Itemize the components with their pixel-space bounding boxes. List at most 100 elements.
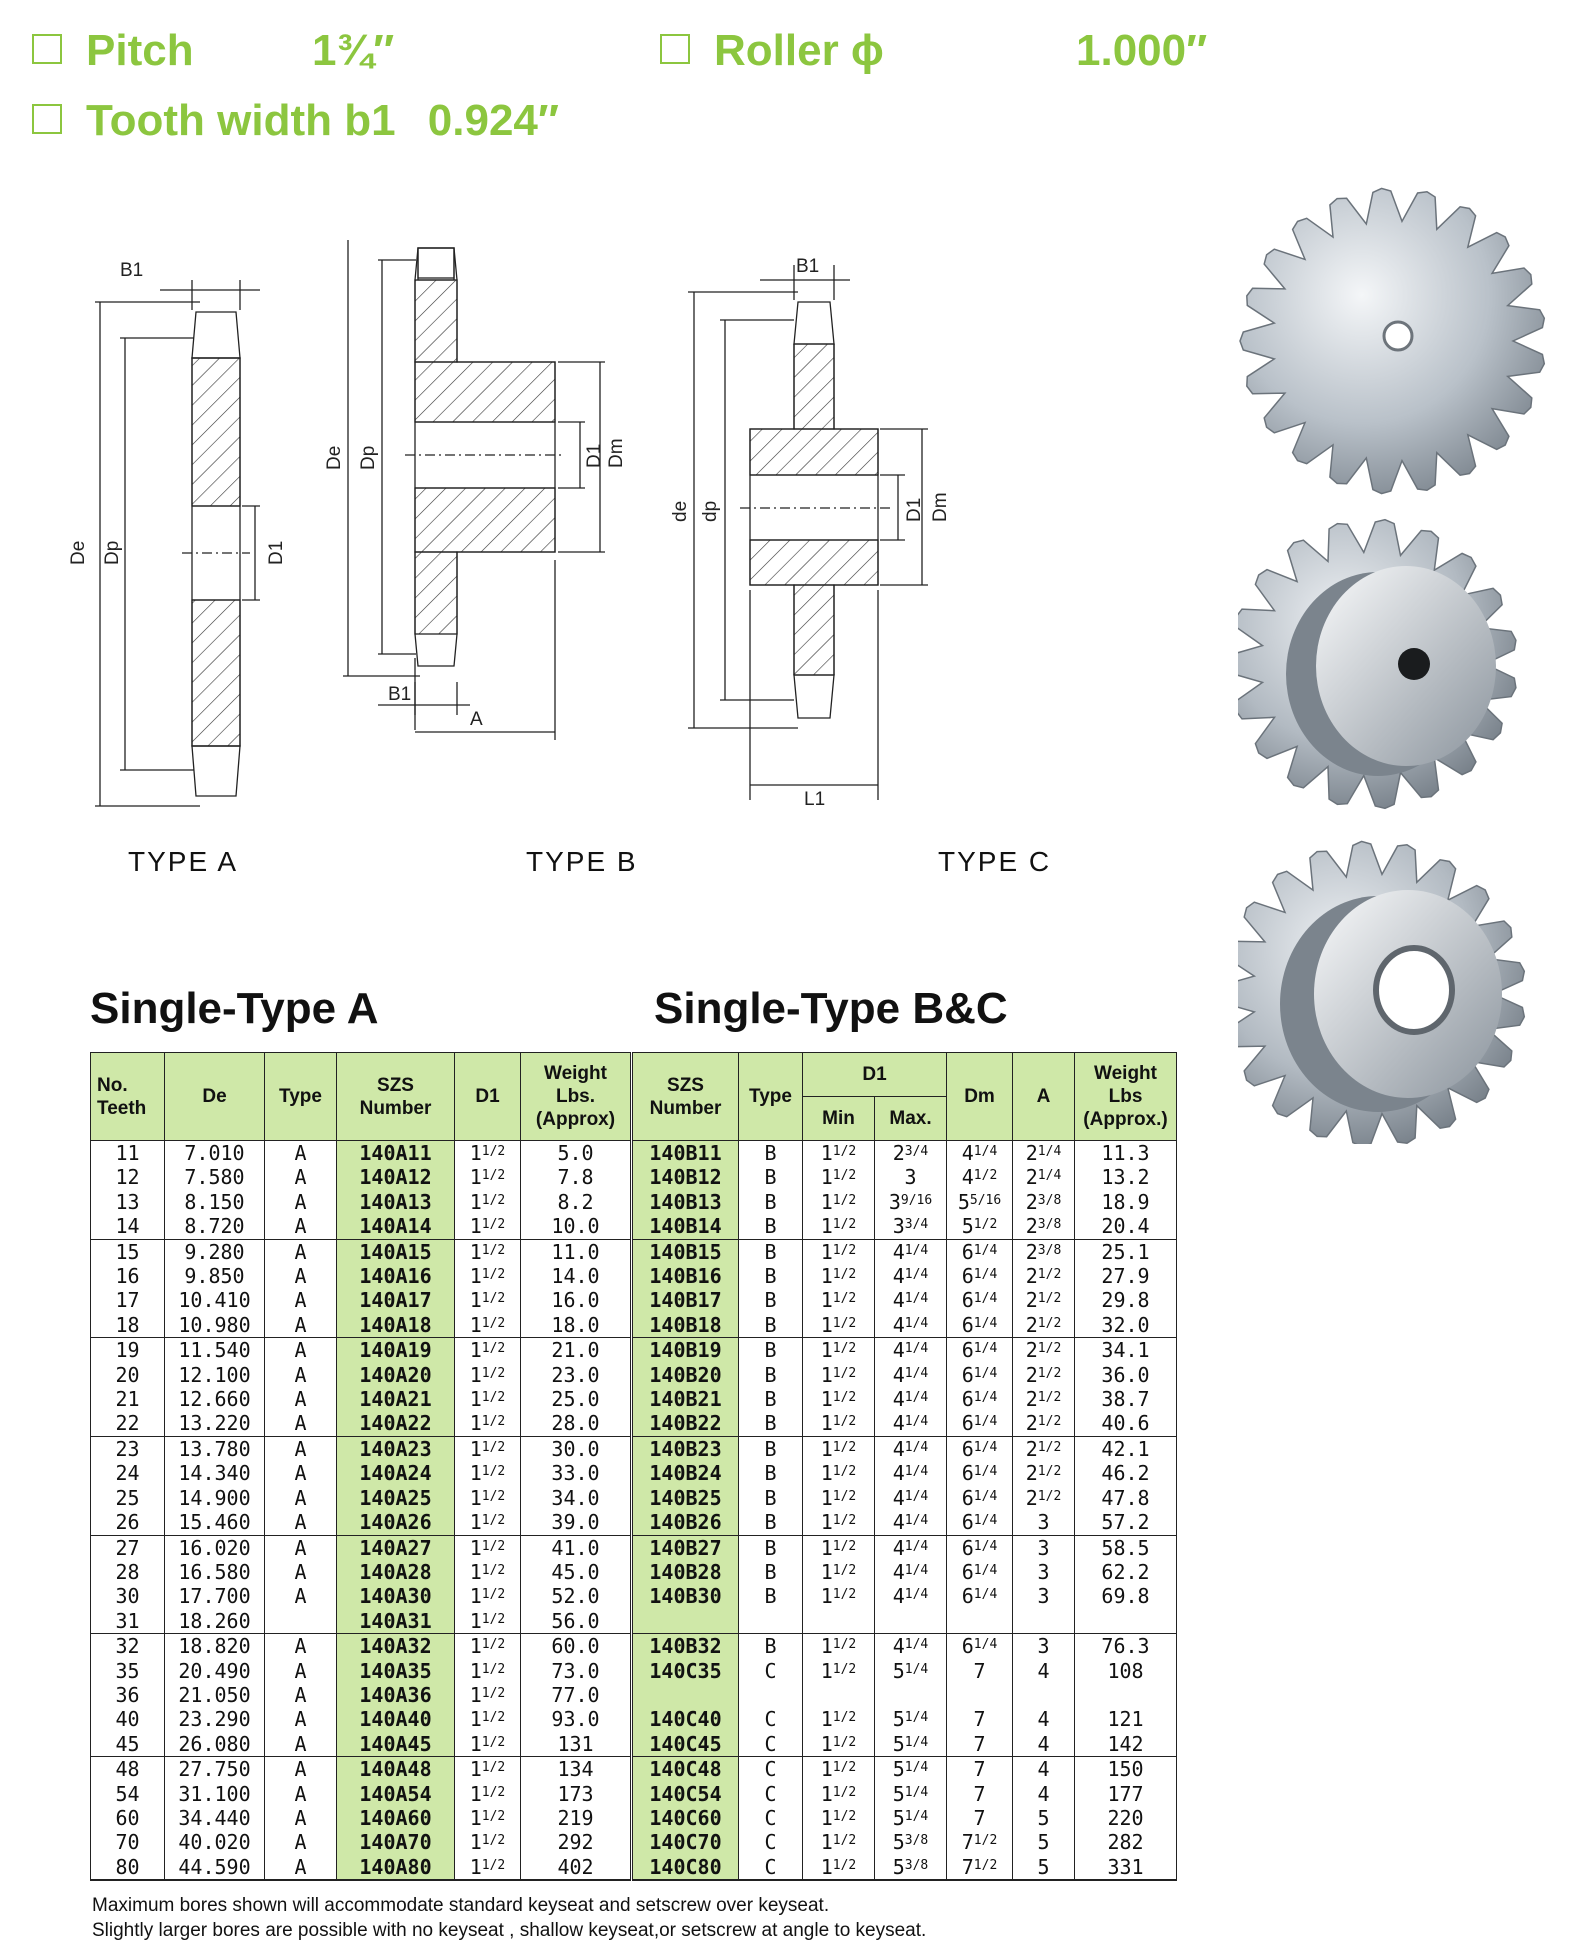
cell-dm: 7 (946, 1658, 1014, 1683)
cell-teeth: 21 (90, 1387, 165, 1412)
cell-type: B (738, 1189, 803, 1215)
cell-d1-min: 11/2 (802, 1510, 875, 1536)
cell-de: 9.280 (164, 1239, 265, 1265)
cell-d1: 11/2 (454, 1165, 521, 1190)
cell-type: A (264, 1312, 337, 1339)
cell-dm (946, 1682, 1014, 1708)
cell-type: B (738, 1633, 803, 1659)
cell-type: A (264, 1781, 337, 1806)
cell-weight: 73.0 (520, 1658, 631, 1683)
cell-szs-number: 140A15 (336, 1239, 455, 1265)
cell-d1: 11/2 (454, 1239, 521, 1265)
cell-de: 8.150 (164, 1189, 265, 1215)
cell-type: B (738, 1535, 803, 1560)
cell-dm: 61/4 (946, 1264, 1014, 1289)
cell-dm: 61/4 (946, 1510, 1014, 1536)
cell-de: 23.290 (164, 1707, 265, 1732)
cell-type: A (264, 1239, 337, 1265)
cell-de: 10.410 (164, 1288, 265, 1313)
cell-d1-max: 41/4 (873, 1387, 948, 1412)
cell-dm (946, 1608, 1014, 1635)
cell-weight: 39.0 (520, 1510, 631, 1536)
cell-type: A (264, 1485, 337, 1511)
cell-szs-number: 140C54 (632, 1781, 739, 1806)
cell-weight: 11.3 (1074, 1140, 1178, 1166)
cell-szs-number: 140B23 (632, 1436, 739, 1462)
cell-d1-max: 39/16 (873, 1189, 948, 1215)
cell-weight: 18.9 (1074, 1189, 1178, 1215)
footnote: Maximum bores shown will accommodate sta… (92, 1893, 926, 1943)
cell-de: 16.580 (164, 1559, 265, 1585)
tooth-width-value: 0.924″ (427, 96, 559, 145)
pitch-value: 1¾″ (312, 26, 395, 75)
tooth-width-label: Tooth width b1 (86, 96, 396, 145)
cell-weight: 18.0 (520, 1312, 631, 1339)
cell-weight: 20.4 (1074, 1214, 1178, 1240)
cell-teeth: 26 (90, 1510, 165, 1536)
cell-d1-max: 41/4 (873, 1362, 948, 1388)
cell-d1-max: 41/4 (873, 1535, 948, 1560)
roller-spec: Roller ϕ 1.000″ (660, 26, 1207, 76)
cell-a: 21/2 (1012, 1436, 1076, 1462)
cell-weight (1074, 1608, 1178, 1635)
cell-szs-number: 140A24 (336, 1461, 455, 1486)
cell-szs-number: 140A40 (336, 1707, 455, 1732)
cell-teeth: 48 (90, 1756, 165, 1782)
cell-d1-min: 11/2 (802, 1830, 875, 1855)
cell-d1-min: 11/2 (802, 1535, 875, 1560)
cell-weight: 60.0 (520, 1633, 631, 1659)
cell-type: A (264, 1682, 337, 1708)
cell-weight: 62.2 (1074, 1559, 1178, 1585)
cell-d1: 11/2 (454, 1756, 521, 1782)
tooth-width-checkbox[interactable] (32, 104, 62, 135)
cell-d1-max: 41/4 (873, 1239, 948, 1265)
cell-de: 13.220 (164, 1411, 265, 1437)
cell-d1-max: 51/4 (873, 1756, 948, 1782)
cell-type: A (264, 1633, 337, 1659)
cell-dm: 7 (946, 1731, 1014, 1758)
type-c-d1-dim: D1 (904, 498, 925, 522)
roller-checkbox[interactable] (660, 34, 690, 65)
cell-d1: 11/2 (454, 1140, 521, 1166)
cell-teeth: 80 (90, 1854, 165, 1881)
cell-teeth: 54 (90, 1781, 165, 1806)
cell-d1-max: 3 (873, 1165, 948, 1190)
cell-dm: 7 (946, 1707, 1014, 1732)
type-c-dm-dim: Dm (930, 492, 951, 522)
cell-szs-number: 140B21 (632, 1387, 739, 1412)
cell-d1-max: 41/4 (873, 1485, 948, 1511)
cell-type: A (264, 1264, 337, 1289)
cell-dm: 61/4 (946, 1239, 1014, 1265)
cell-d1: 11/2 (454, 1485, 521, 1511)
cell-weight: 29.8 (1074, 1288, 1178, 1313)
cell-d1-min: 11/2 (802, 1312, 875, 1339)
cell-de: 40.020 (164, 1830, 265, 1855)
pitch-checkbox[interactable] (32, 34, 62, 65)
cell-weight: 42.1 (1074, 1436, 1178, 1462)
roller-label: Roller ϕ (714, 26, 884, 75)
cell-a: 21/2 (1012, 1288, 1076, 1313)
cell-d1-min: 11/2 (802, 1461, 875, 1486)
cell-a: 21/2 (1012, 1264, 1076, 1289)
cell-type: B (738, 1485, 803, 1511)
cell-d1-max: 51/4 (873, 1731, 948, 1758)
cell-d1: 11/2 (454, 1682, 521, 1708)
cell-szs-number: 140A70 (336, 1830, 455, 1855)
cell-weight: 27.9 (1074, 1264, 1178, 1289)
cell-type: C (738, 1658, 803, 1683)
cell-d1: 11/2 (454, 1608, 521, 1635)
